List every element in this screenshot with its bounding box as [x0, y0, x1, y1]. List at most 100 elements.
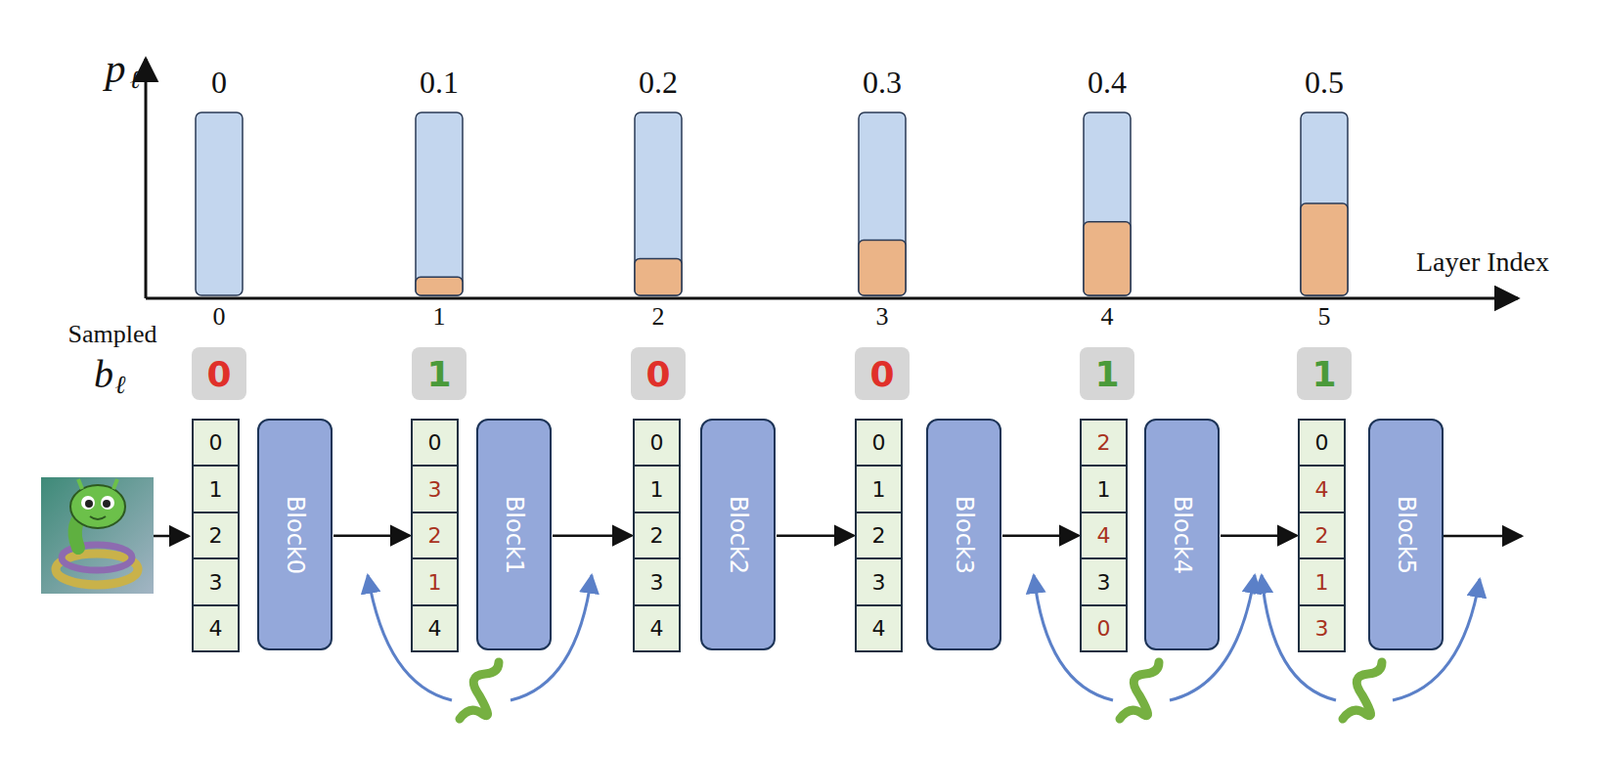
sampled-gate: 1 [1079, 347, 1135, 400]
token-index: 3 [650, 570, 665, 595]
sampled-gate: 1 [411, 347, 467, 400]
transformer-block: Block1 [476, 418, 552, 651]
token-index: 0 [428, 430, 443, 455]
layer-index: 4 [1101, 302, 1114, 332]
transformer-block: Block3 [926, 418, 1002, 651]
gate-value: 0 [645, 354, 670, 395]
token-cell: 2 [632, 511, 681, 561]
bar-fill [1083, 222, 1131, 296]
token-cell: 0 [854, 418, 903, 468]
transformer-block: Block5 [1368, 418, 1444, 651]
row-title: Sampled [68, 319, 158, 350]
token-index: 0 [872, 430, 887, 455]
token-cell: 1 [854, 464, 903, 514]
axis-title: Layer Index [1416, 246, 1550, 278]
layer-index: 1 [433, 302, 446, 332]
transformer-block: Block4 [1144, 418, 1220, 651]
token-index: 3 [209, 570, 223, 595]
token-cell: 1 [410, 557, 459, 607]
token-cell: 4 [632, 604, 681, 654]
axis-symbol: p [105, 44, 127, 92]
token-index: 2 [872, 523, 887, 548]
token-index: 4 [650, 616, 665, 641]
token-index: 4 [209, 616, 223, 641]
token-cell: 0 [410, 418, 459, 468]
bar-fill [415, 276, 463, 296]
input-arrow [153, 534, 189, 538]
token-cell: 0 [191, 418, 240, 468]
token-index: 3 [1097, 570, 1112, 595]
sampled-gate: 0 [630, 347, 686, 400]
flow-arrow [333, 533, 410, 537]
row-subscript: ℓ [115, 370, 127, 400]
layer-index: 3 [876, 302, 889, 332]
prob-value: 0.5 [1304, 64, 1344, 101]
token-cell: 1 [632, 464, 681, 514]
gate-value: 1 [426, 354, 451, 395]
token-index: 2 [650, 523, 665, 548]
axes [145, 58, 1518, 299]
snake-icon [1119, 662, 1159, 719]
token-cell: 3 [854, 557, 903, 607]
token-cell: 3 [1079, 557, 1128, 607]
token-cell: 4 [191, 604, 240, 654]
token-cell: 1 [191, 464, 240, 514]
token-index: 3 [1315, 616, 1330, 641]
token-cell: 2 [1079, 418, 1128, 468]
token-cell: 1 [1079, 464, 1128, 514]
token-index: 1 [872, 477, 887, 502]
bar [634, 112, 682, 296]
block-name: Block4 [1168, 494, 1197, 574]
token-index: 2 [428, 523, 443, 548]
bar-fill [1300, 203, 1348, 296]
token-cell: 4 [1297, 464, 1346, 514]
token-index: 1 [1097, 477, 1112, 502]
token-cell: 3 [1297, 604, 1346, 654]
token-index: 2 [209, 523, 223, 548]
sampled-gate: 0 [854, 347, 910, 400]
token-cell: 2 [854, 511, 903, 561]
token-index: 4 [872, 616, 887, 641]
token-cell: 2 [191, 511, 240, 561]
gate-value: 1 [1311, 354, 1336, 395]
token-cell: 2 [410, 511, 459, 561]
token-index: 4 [1097, 523, 1112, 548]
block-name: Block0 [281, 494, 310, 574]
token-cell: 3 [632, 557, 681, 607]
block-name: Block1 [500, 494, 529, 574]
token-cell: 2 [1297, 511, 1346, 561]
token-index: 0 [1315, 430, 1330, 455]
snake-icon [459, 662, 499, 719]
prob-value: 0.3 [862, 64, 902, 101]
token-cell: 0 [1079, 604, 1128, 654]
prob-value: 0.4 [1087, 64, 1127, 101]
token-cell: 4 [410, 604, 459, 654]
layer-index: 5 [1318, 302, 1332, 332]
token-cell: 1 [1297, 557, 1346, 607]
block-name: Block2 [724, 494, 753, 574]
layer-index: 0 [213, 302, 226, 332]
bar-fill [858, 240, 906, 296]
token-cell: 3 [191, 557, 240, 607]
token-index: 1 [428, 570, 443, 595]
token-index: 4 [428, 616, 443, 641]
token-index: 3 [428, 477, 443, 502]
bar [415, 112, 463, 296]
bar [1083, 112, 1131, 296]
axis-subscript: ℓ [130, 65, 141, 95]
prob-value: 0.1 [419, 64, 459, 101]
token-cell: 4 [854, 604, 903, 654]
flow-arrow [776, 533, 854, 537]
token-index: 1 [209, 477, 223, 502]
token-index: 2 [1097, 430, 1112, 455]
output-arrow [1443, 534, 1522, 538]
flow-arrow [552, 533, 632, 537]
row-symbol: b [93, 351, 114, 398]
token-cell: 4 [1079, 511, 1128, 561]
sampled-gate: 1 [1296, 347, 1352, 400]
token-index: 1 [1315, 570, 1330, 595]
token-index: 2 [1315, 523, 1330, 548]
bar-fill [634, 258, 682, 296]
snake-icon [1342, 662, 1382, 719]
token-index: 3 [872, 570, 887, 595]
